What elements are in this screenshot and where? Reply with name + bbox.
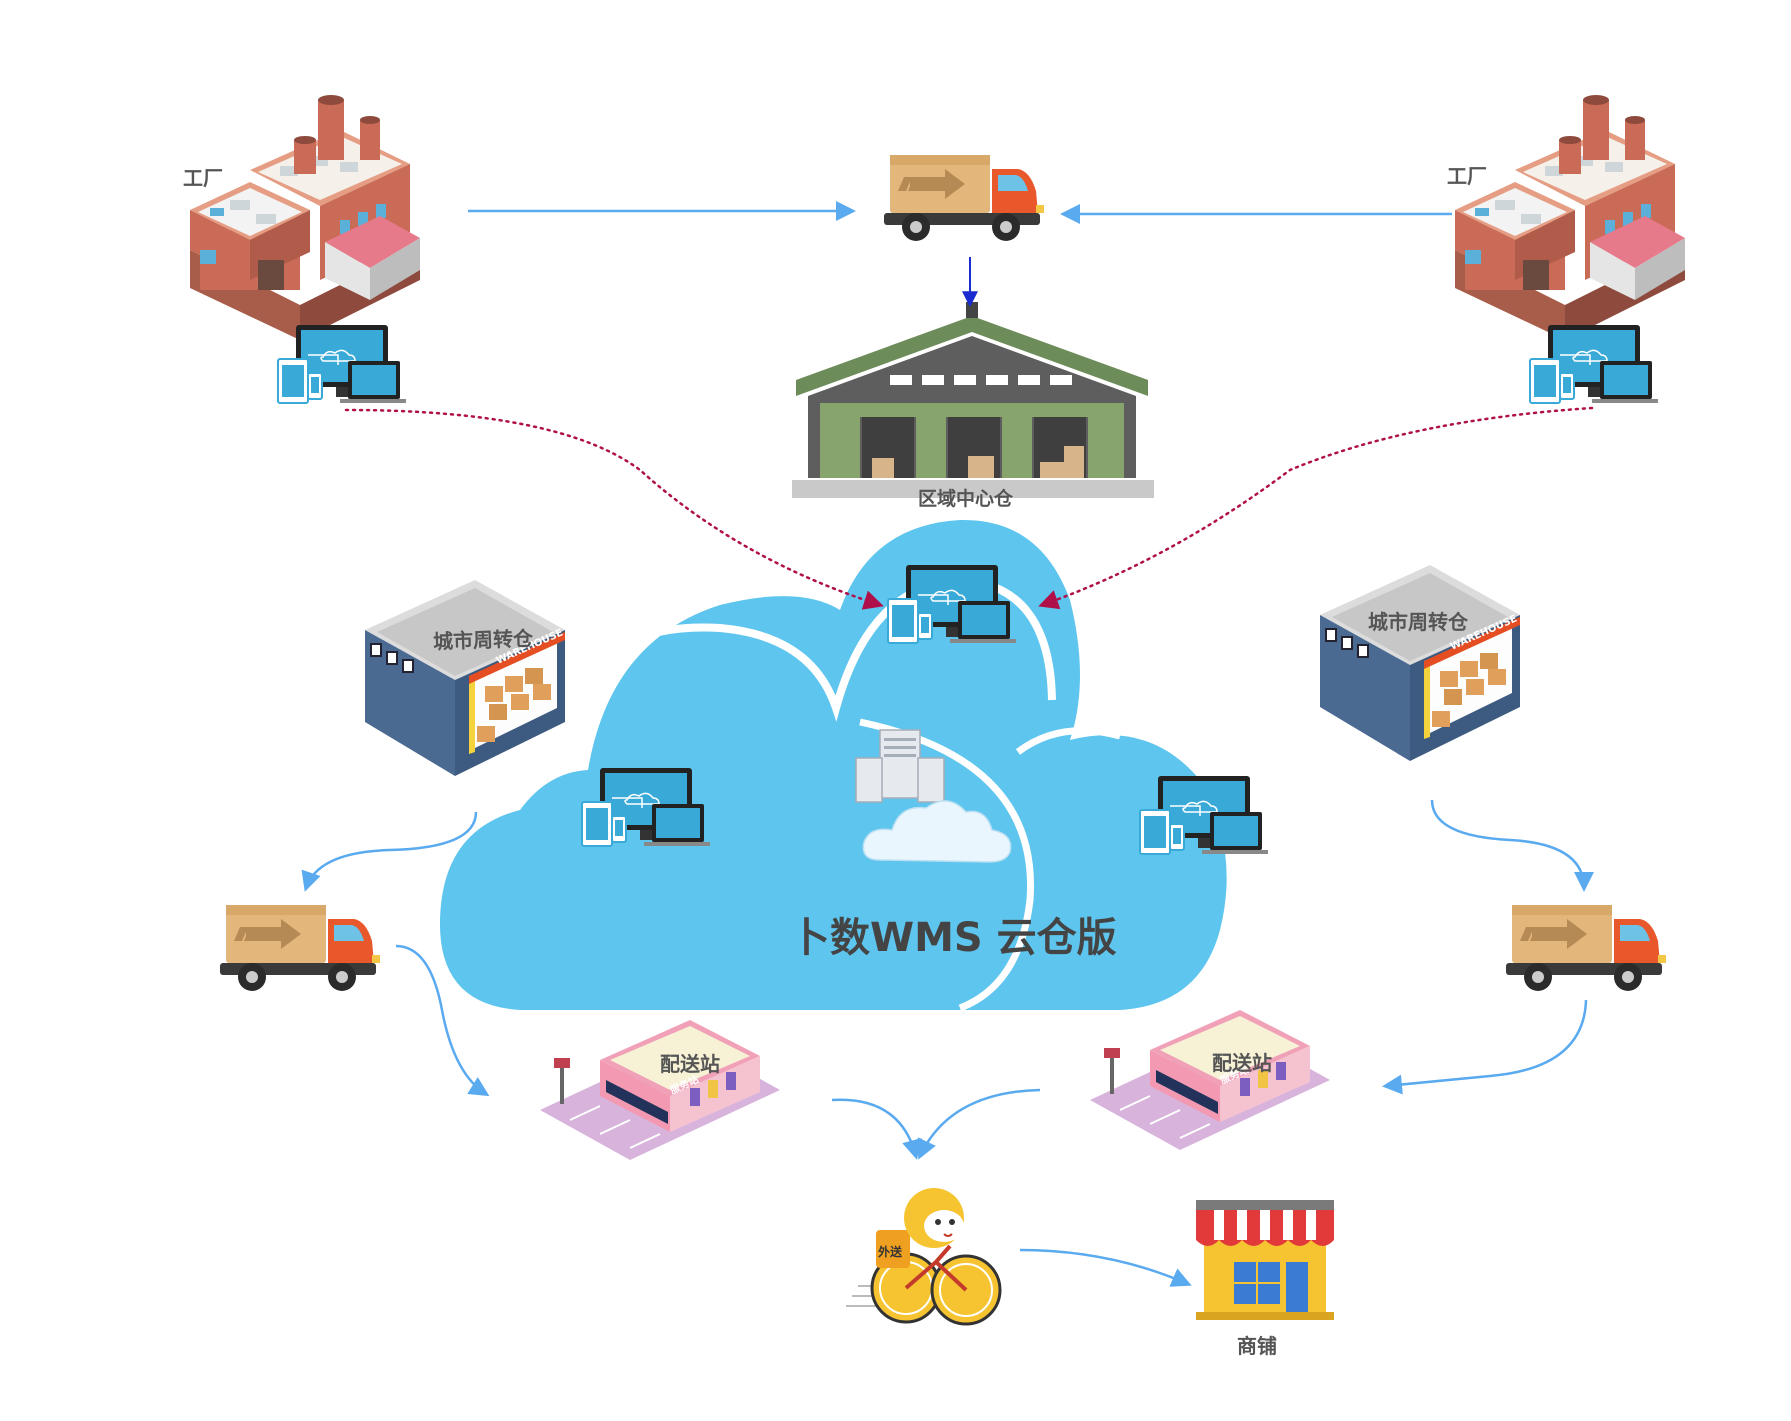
arrow-truck-left-to-station [395,944,490,1097]
arrow-city-right-to-truck [1430,799,1594,892]
shop-icon [1196,1200,1334,1320]
server-cloud [862,800,1012,863]
regional-center-label: 区域中心仓 [918,488,1014,510]
truck-top-icon [884,155,1044,241]
devices-icon-cloud-right [1139,775,1269,855]
flow-arrows [301,201,1594,1287]
factory-right-label: 工厂 [1447,164,1487,188]
factory-right-icon [1455,95,1685,340]
delivery-station-left-label: 配送站 [660,1052,720,1076]
courier-bike-icon [846,1188,1002,1326]
delivery-station-left-icon [539,1019,781,1161]
delivery-station-right-label: 配送站 [1212,1051,1272,1075]
factory-left-label: 工厂 [183,166,223,190]
data-link-left [344,408,884,610]
cloud-title: 卜数WMS 云仓版 [790,915,1117,961]
devices-icon-factory-left [277,324,407,404]
regional-warehouse-icon [792,302,1154,498]
devices-icon-cloud-top [887,564,1017,644]
data-links [344,406,1594,610]
city-warehouse-right-icon [1319,564,1521,762]
truck-right-icon [1506,905,1666,991]
arrow-courier-to-shop [1019,1248,1192,1287]
arrow-truck-right-to-station [1382,999,1588,1095]
data-link-right [1038,406,1594,610]
devices-icon-factory-right [1529,324,1659,404]
city-warehouse-right-label: 城市周转仓 [1368,610,1468,634]
arrow-station-right-to-courier [917,1088,1041,1160]
courier-box-label: 外送 [878,1245,903,1259]
factory-left-icon [190,95,420,340]
arrow-city-left-to-truck [301,811,478,892]
arrow-station-left-to-courier [831,1098,922,1160]
city-warehouse-left-label: 城市周转仓 [432,626,534,654]
devices-icon-cloud-left [581,767,711,847]
city-warehouse-left-icon [364,579,566,777]
shop-label: 商铺 [1237,1334,1277,1358]
truck-left-icon [220,905,380,991]
delivery-station-right-icon [1089,1009,1331,1151]
cloud [439,519,1227,1012]
